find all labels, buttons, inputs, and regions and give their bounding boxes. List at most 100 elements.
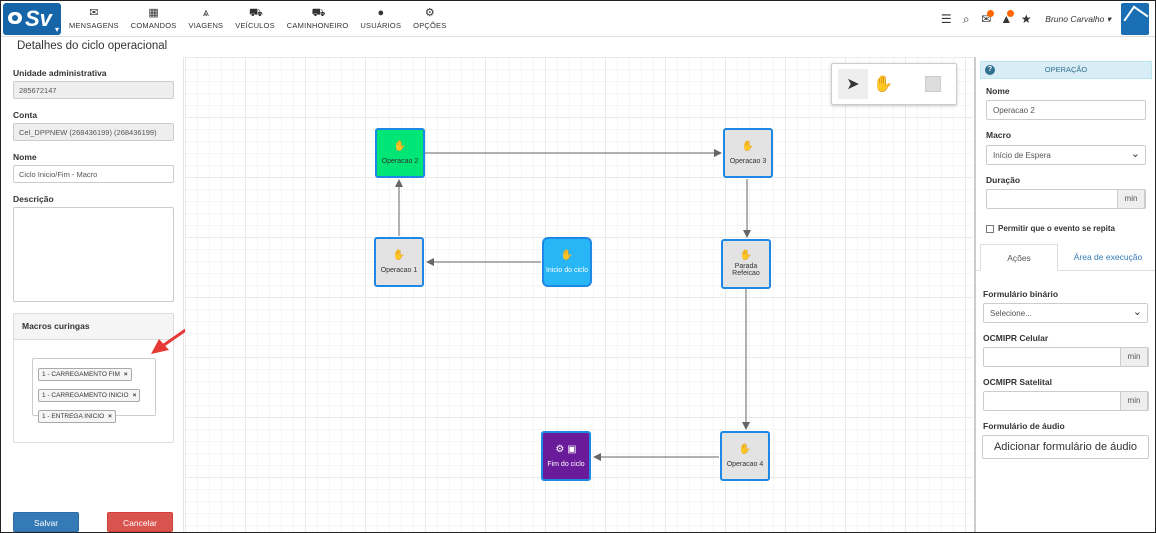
caret-down-icon: ▾ xyxy=(54,25,59,34)
node-fim-ciclo[interactable]: ⚙ ▣ Fim do ciclo xyxy=(541,431,591,481)
search-icon[interactable]: ⌕ xyxy=(962,11,970,26)
node-operacao-2[interactable]: ✋ Operacao 2 xyxy=(375,128,425,178)
node-label: Operacao 1 xyxy=(380,266,418,274)
gears-icon: ⚙ xyxy=(424,7,435,19)
remove-tag-icon[interactable]: × xyxy=(108,413,112,420)
nav-opcoes[interactable]: ⚙ OPÇÕES xyxy=(407,1,452,37)
descricao-textarea[interactable] xyxy=(13,207,174,302)
descricao-label: Descrição xyxy=(13,194,54,204)
pointer-tool-icon[interactable]: ➤ xyxy=(838,69,868,99)
properties-tabs: Ações Área de execução xyxy=(976,244,1155,271)
hand-icon: ✋ xyxy=(392,249,406,261)
node-operacao-1[interactable]: ✋ Operacao 1 xyxy=(374,237,424,287)
nav-usuarios[interactable]: ●USUÁRIOS xyxy=(354,1,407,37)
macro-tag-label: 1 - ENTREGA INICIO xyxy=(42,413,105,420)
form-binario-select[interactable]: Selecione... xyxy=(983,303,1148,323)
notification-badge xyxy=(987,10,995,17)
repeat-checkbox-row[interactable]: Permitir que o evento se repita xyxy=(986,224,1115,233)
conta-label: Conta xyxy=(13,110,38,120)
duracao-label: Duração xyxy=(986,175,1021,185)
repeat-label: Permitir que o evento se repita xyxy=(998,224,1115,233)
envelope-icon: ✉ xyxy=(89,7,99,19)
top-navbar: Sv ▾ ✉ MENSAGENS ▦ COMANDOS ⩓VIAGENS ⛟ VEÍC… xyxy=(1,1,1155,37)
diagram-canvas[interactable]: ➤ ✋ ✋ Operacao 2 ✋ Operacao 3 ✋ Operacao… xyxy=(185,57,973,532)
macro-select-value: Início de Espera xyxy=(993,151,1051,160)
operation-properties-panel: ? OPERAÇÃO Nome Operacao 2 Macro Início … xyxy=(974,57,1155,532)
grid-icon: ▦ xyxy=(148,7,159,19)
repeat-checkbox[interactable] xyxy=(986,224,994,233)
macros-heading: Macros curingas xyxy=(14,314,173,340)
nav-label: MENSAGENS xyxy=(69,21,119,30)
node-operacao-3[interactable]: ✋ Operacao 3 xyxy=(723,128,773,178)
node-label: Parada Refeicao xyxy=(732,263,760,277)
remove-tag-icon[interactable]: × xyxy=(123,371,128,378)
ocmipr-satelital-label: OCMIPR Satelital xyxy=(983,377,1052,387)
hand-icon: ✋ xyxy=(741,140,755,152)
macro-select[interactable]: Início de Espera xyxy=(986,145,1146,165)
hand-icon: ✋ xyxy=(738,443,752,455)
node-label: Operacao 4 xyxy=(726,460,764,468)
hand-icon: ✋ xyxy=(560,249,574,261)
ocmipr-satelital-input[interactable]: min xyxy=(983,391,1149,411)
help-icon[interactable]: ? xyxy=(985,65,995,75)
nav-mensagens[interactable]: ✉ MENSAGENS xyxy=(63,1,125,37)
messages-icon[interactable]: ✉ xyxy=(977,10,995,28)
node-label: Inicio do ciclo xyxy=(545,266,589,274)
save-button[interactable]: Salvar xyxy=(13,512,79,532)
list-icon[interactable]: ☰ xyxy=(940,12,952,26)
node-label: Operacao 2 xyxy=(381,157,419,165)
form-binario-value: Selecione... xyxy=(990,309,1032,318)
unidade-label: Unidade administrativa xyxy=(13,68,107,78)
square-tool-icon[interactable] xyxy=(918,69,948,99)
node-parada-refeicao[interactable]: ✋ Parada Refeicao xyxy=(721,239,771,289)
nav-comandos[interactable]: ▦ COMANDOS xyxy=(125,1,183,37)
tab-area-execucao[interactable]: Área de execução xyxy=(1073,252,1143,262)
nome-field[interactable]: Ciclo Inicio/Fim - Macro xyxy=(13,165,174,183)
operation-header: ? OPERAÇÃO xyxy=(980,61,1152,79)
hand-icon: ✋ xyxy=(739,250,753,261)
macros-panel: Macros curingas 1 - CARREGAMENTO FIM× 1 … xyxy=(13,313,174,443)
user-menu[interactable]: Bruno Carvalho ▾ xyxy=(1045,13,1111,24)
macro-tag: 1 - CARREGAMENTO FIM× xyxy=(38,368,132,381)
ocmipr-satelital-unit: min xyxy=(1120,391,1148,411)
user-name: Bruno Carvalho xyxy=(1045,13,1105,24)
remove-tag-icon[interactable]: × xyxy=(132,392,137,399)
star-icon[interactable]: ★ xyxy=(1020,12,1032,26)
ocmipr-celular-unit: min xyxy=(1120,347,1148,367)
add-audio-form-button[interactable]: Adicionar formulário de áudio xyxy=(982,435,1149,459)
node-operacao-4[interactable]: ✋ Operacao 4 xyxy=(720,431,770,481)
ocmipr-celular-label: OCMIPR Celular xyxy=(983,333,1049,343)
nav-label: COMANDOS xyxy=(130,21,177,30)
logo-text: Sv xyxy=(25,6,52,31)
macro-label: Macro xyxy=(986,130,1012,140)
nav-label: VEÍCULOS xyxy=(235,21,275,30)
macros-tag-input[interactable]: 1 - CARREGAMENTO FIM× 1 - CARREGAMENTO I… xyxy=(32,358,156,423)
car-icon: ⛟ xyxy=(249,7,263,19)
macro-tag-label: 1 - CARREGAMENTO FIM xyxy=(42,371,120,378)
tab-acoes[interactable]: Ações xyxy=(980,244,1058,271)
node-label: Fim do ciclo xyxy=(547,460,585,468)
node-inicio-ciclo[interactable]: ✋ Inicio do ciclo xyxy=(542,237,592,287)
ocmipr-celular-input[interactable]: min xyxy=(983,347,1149,367)
app-logo[interactable]: Sv ▾ xyxy=(3,3,61,35)
nav-viagens[interactable]: ⩓VIAGENS xyxy=(183,1,230,37)
nav-label: OPÇÕES xyxy=(413,21,447,30)
form-audio-label: Formulário de áudio xyxy=(983,421,1065,431)
macro-tag-label: 1 - CARREGAMENTO INICIO xyxy=(42,392,129,399)
hand-tool-icon[interactable]: ✋ xyxy=(873,76,893,93)
notification-badge xyxy=(1007,10,1015,17)
alert-icon[interactable]: ▲ xyxy=(997,10,1015,28)
user-icon: ● xyxy=(377,7,385,19)
cancel-button[interactable]: Cancelar xyxy=(107,512,173,532)
nav-label: CAMINHONEIRO xyxy=(286,21,349,30)
operation-name-field[interactable]: Operacao 2 xyxy=(986,100,1146,120)
nav-caminhoneiro[interactable]: ⛟ CAMINHONEIRO xyxy=(281,1,355,37)
nav-veiculos[interactable]: ⛟ VEÍCULOS xyxy=(229,1,281,37)
page-title: Detalhes do ciclo operacional xyxy=(17,40,168,52)
header-actions: ☰ ⌕ ✉ ▲ ★ Bruno Carvalho ▾ xyxy=(935,1,1149,37)
duracao-unit: min xyxy=(1117,189,1145,209)
duracao-input[interactable]: min xyxy=(986,189,1146,209)
gear-icon: ⚙ ▣ xyxy=(555,443,577,455)
truck-icon: ⛟ xyxy=(311,7,326,19)
